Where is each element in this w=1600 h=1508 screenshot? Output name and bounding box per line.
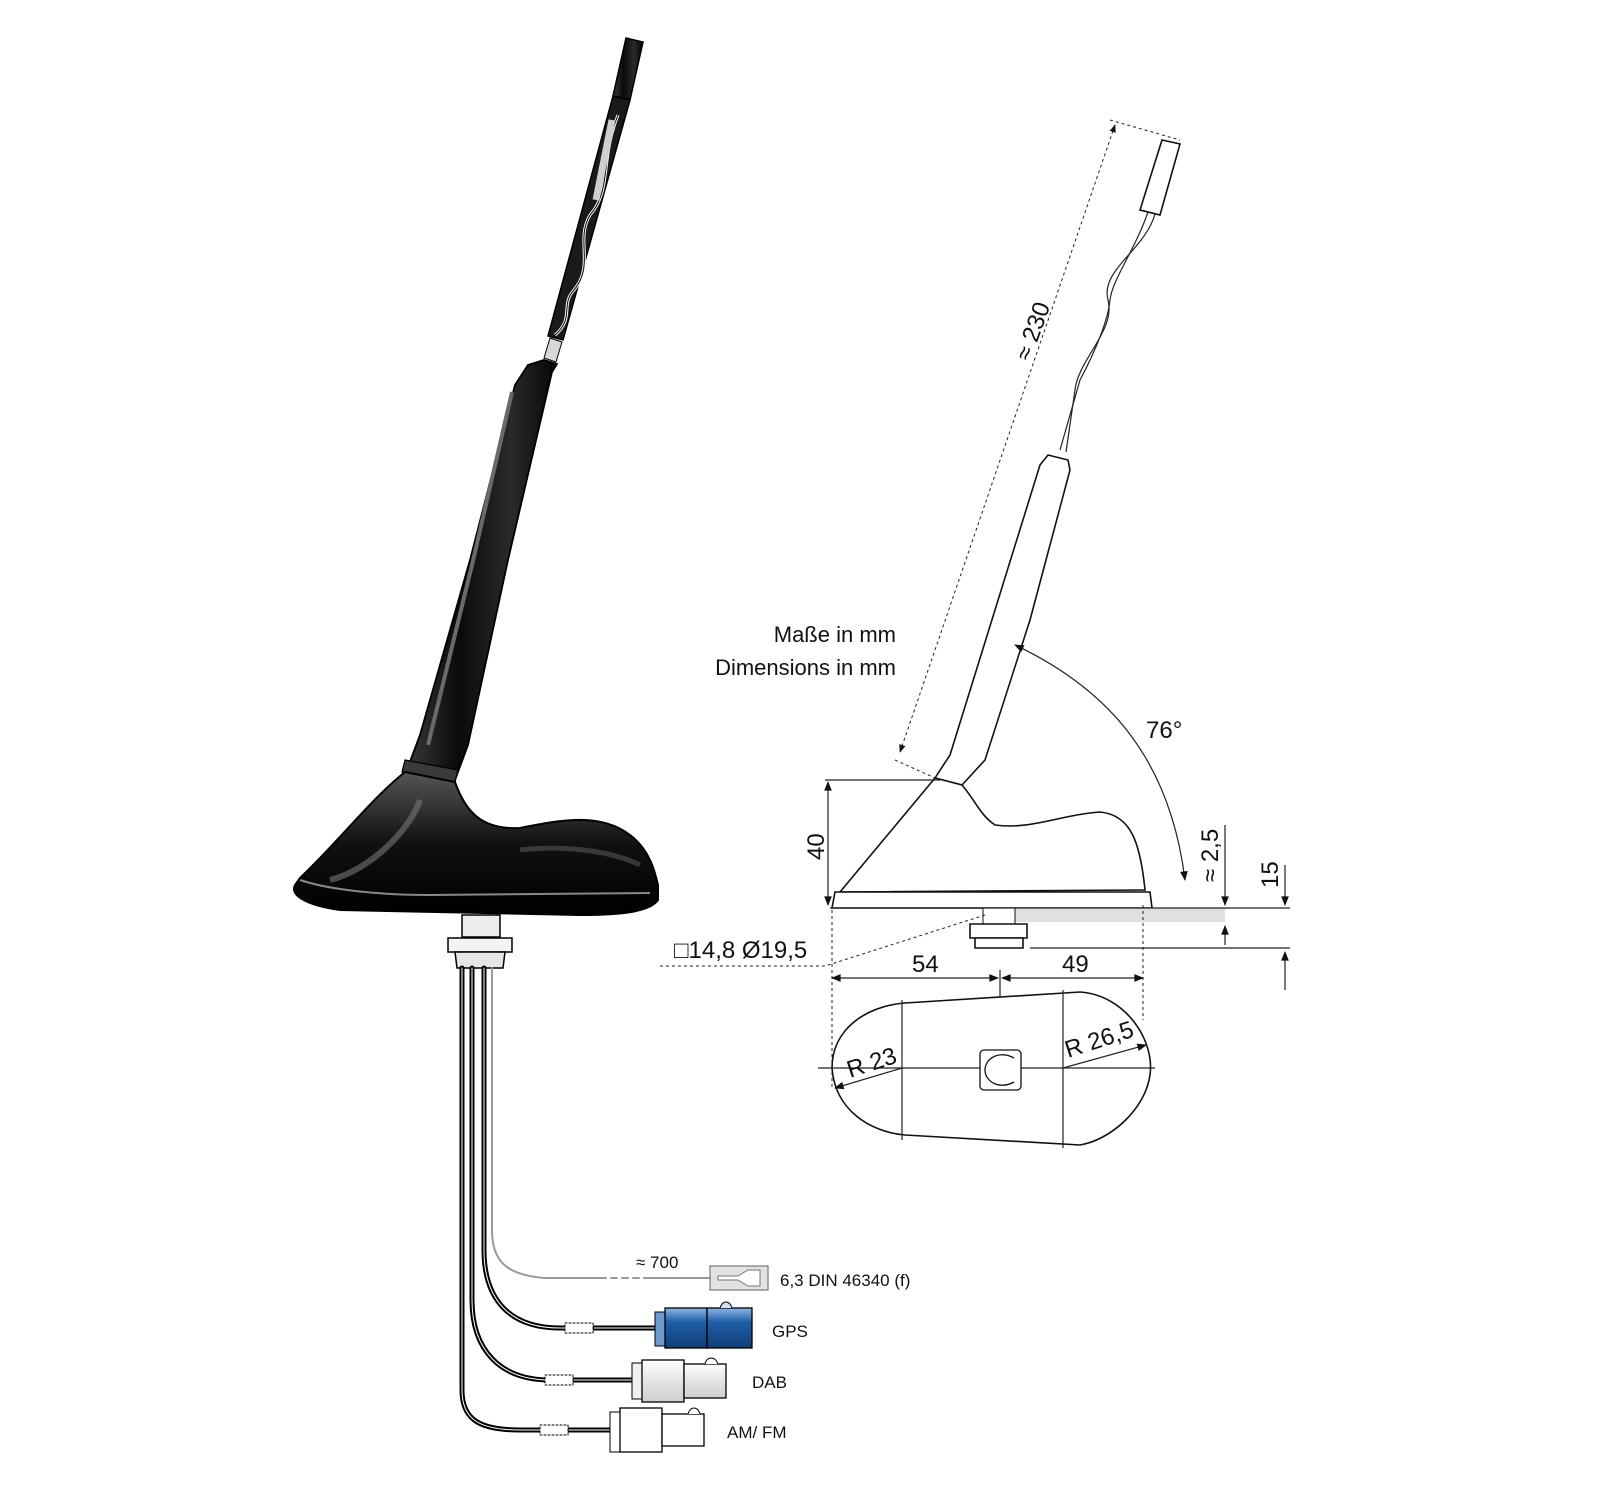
dab-label: DAB (752, 1373, 787, 1392)
units-note-en: Dimensions in mm (715, 655, 896, 680)
bottom-view-drawing (818, 970, 1155, 1148)
dim-mast-angle: 76° (1146, 717, 1182, 744)
dim-rear-length: 49 (1062, 951, 1089, 978)
side-view-drawing (660, 119, 1290, 1090)
dab-connector (631, 1357, 727, 1403)
dim-mast-length: ≈ 230 (1010, 299, 1056, 365)
blade-connector (709, 1265, 769, 1291)
antenna-mast (403, 359, 559, 781)
antenna-whip (543, 37, 644, 363)
dim-gasket: ≈ 2,5 (1197, 829, 1224, 882)
ground-connector-label: 6,3 DIN 46340 (f) (780, 1271, 910, 1290)
antenna-illustration (293, 37, 769, 1453)
gps-label: GPS (772, 1322, 808, 1341)
antenna-base (293, 770, 659, 917)
ground-cable-length: ≈ 700 (636, 1253, 678, 1272)
units-note-de: Maße in mm (774, 622, 896, 647)
amfm-label: AM/ FM (727, 1423, 787, 1442)
mounting-nut (447, 914, 513, 969)
amfm-connector (609, 1407, 705, 1453)
gps-connector (654, 1301, 753, 1349)
dim-mount-depth: 15 (1257, 861, 1284, 888)
dim-base-height: 40 (803, 833, 830, 860)
dim-mount-hole: □14,8 Ø19,5 (674, 937, 807, 964)
cable-bundle (459, 965, 711, 1436)
dim-front-length: 54 (912, 951, 939, 978)
